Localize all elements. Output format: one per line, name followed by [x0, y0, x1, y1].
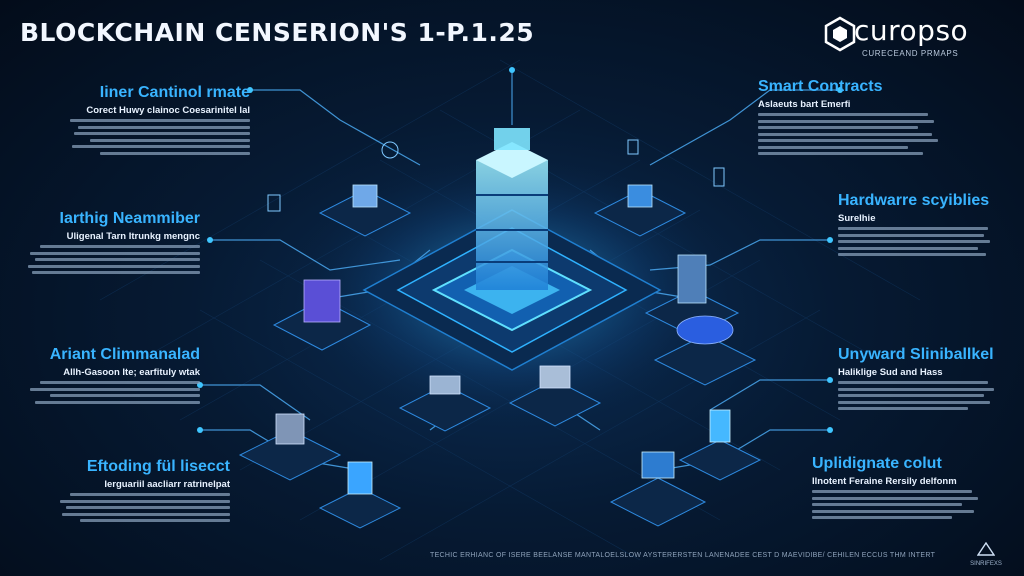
node-bottom-right [609, 451, 707, 527]
footer-text: TECHIC ERHIANC OF ISERE BEELANSE MANTALO… [430, 552, 936, 559]
panel-body-placeholder [838, 381, 1008, 411]
corner-badge: SINRIFEXS [966, 541, 1006, 568]
panel-title: Uplidignate colut [812, 455, 942, 472]
node-upper-right [593, 184, 687, 237]
node-left-processor [272, 279, 372, 351]
panel-body-placeholder [20, 493, 230, 523]
panel-body-placeholder [758, 113, 958, 156]
panel-title: Unyward Sliniballkel [838, 346, 994, 363]
node-upper-left [318, 184, 412, 237]
floating-icons [267, 139, 725, 212]
brand-tagline: CURECEAND PRMAPS [862, 49, 959, 58]
panel-title: Eftoding fül lisecct [86, 458, 230, 475]
panel-body-placeholder [50, 119, 250, 155]
panel-subtitle: Haliklige Sud and Hass [838, 366, 943, 378]
panel-title: Iarthig Neammiber [59, 210, 200, 227]
brand-name: curopso [854, 14, 969, 47]
node-lower-center-left [398, 375, 492, 432]
panel-subtitle: Corect Huwy clainoc Coesarinitel lal [86, 104, 250, 116]
panel-subtitle: Uligenal Tarn Itrunkg mengnc [66, 230, 200, 242]
panel-right-4: Uplidignate colut Ilnotent Feraine Rersi… [812, 455, 992, 523]
panel-title: Iiner Cantinol rmate [99, 84, 250, 101]
panel-right-3: Unyward Sliniballkel Haliklige Sud and H… [838, 346, 1008, 414]
panel-title: Smart Contracts [758, 78, 883, 95]
panel-left-4: Eftoding fül lisecct Ierguariil aacliarr… [20, 458, 230, 526]
panel-body-placeholder [20, 245, 200, 275]
hexagon-logo-icon [824, 16, 856, 52]
corner-label: SINRIFEXS [970, 561, 1002, 567]
panel-subtitle: Ierguariil aacliarr ratrinelpat [104, 478, 230, 490]
panel-body-placeholder [838, 227, 998, 257]
page-title: BLOCKCHAIN CENSERION'S 1-P.1.25 [20, 18, 535, 47]
node-right-crystal [653, 315, 757, 386]
node-lower-center-right [508, 365, 602, 427]
panel-title: Ariant Climmanalad [49, 346, 200, 363]
panel-left-1: Iiner Cantinol rmate Corect Huwy clainoc… [50, 84, 250, 158]
panel-subtitle: Surelhie [838, 212, 876, 224]
panel-subtitle: Allh-Gasoon Ite; earfituly wtak [63, 366, 200, 378]
node-right-small [678, 409, 762, 481]
panel-subtitle: Aslaeuts bart Emerfi [758, 98, 851, 110]
node-lower-left [238, 413, 342, 481]
panel-body-placeholder [20, 381, 200, 404]
panel-left-2: Iarthig Neammiber Uligenal Tarn Itrunkg … [20, 210, 200, 278]
brand-logo: curopso CURECEAND PRMAPS [822, 14, 1002, 64]
panel-body-placeholder [812, 490, 992, 520]
panel-title: Hardwarre scyiblies [838, 192, 990, 209]
triangle-badge-icon [976, 541, 996, 556]
central-tower [476, 128, 548, 290]
panel-right-2: Hardwarre scyiblies Surelhie [838, 192, 998, 260]
panel-right-1: Smart Contracts Aslaeuts bart Emerfi [758, 78, 958, 159]
node-bottom-left [318, 461, 402, 529]
panel-subtitle: Ilnotent Feraine Rersily delfonm [812, 475, 957, 487]
panel-left-3: Ariant Climmanalad Allh-Gasoon Ite; earf… [20, 346, 200, 407]
